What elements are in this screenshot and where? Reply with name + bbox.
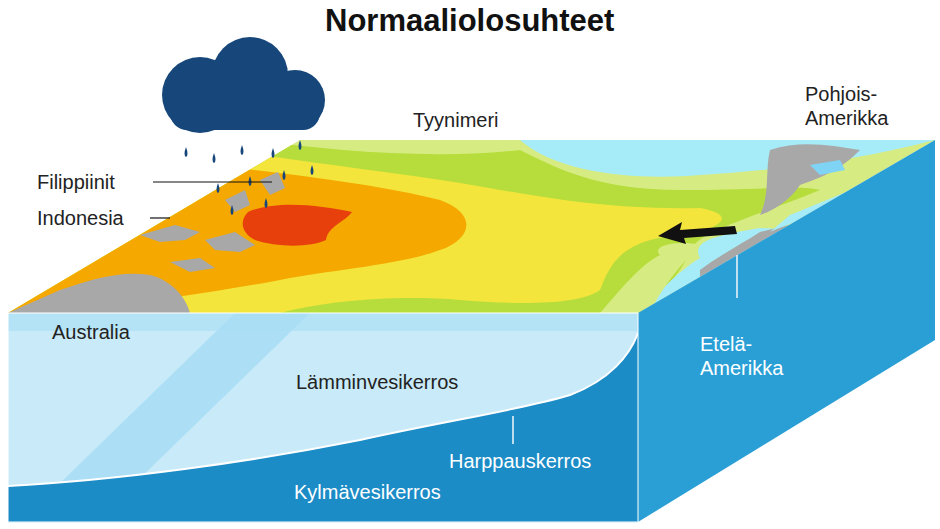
ocean-cross-section [8, 313, 638, 523]
leader-line [153, 181, 272, 182]
rain-cloud [162, 37, 325, 215]
layer-name: Harppauskerros [449, 449, 591, 473]
layer-name: Lämminvesikerros [296, 370, 458, 394]
layer-name: Kylmävesikerros [294, 480, 441, 504]
country-name: Filippiinit [37, 170, 115, 194]
right-face [638, 140, 935, 522]
leader-line [736, 255, 737, 298]
diagram-title: Normaaliolosuhteet [325, 2, 614, 39]
country-name: Australia [52, 320, 130, 344]
wind-arrow [658, 222, 737, 244]
continent-name: Pohjois- Amerikka [805, 82, 915, 130]
leader-line [512, 416, 513, 444]
leader-line [150, 217, 170, 218]
thermocline-line [8, 333, 638, 486]
country-name: Indonesia [37, 206, 124, 230]
continent-name: Etelä- Amerikka [700, 332, 810, 380]
ocean-name: Tyynimeri [413, 108, 499, 132]
